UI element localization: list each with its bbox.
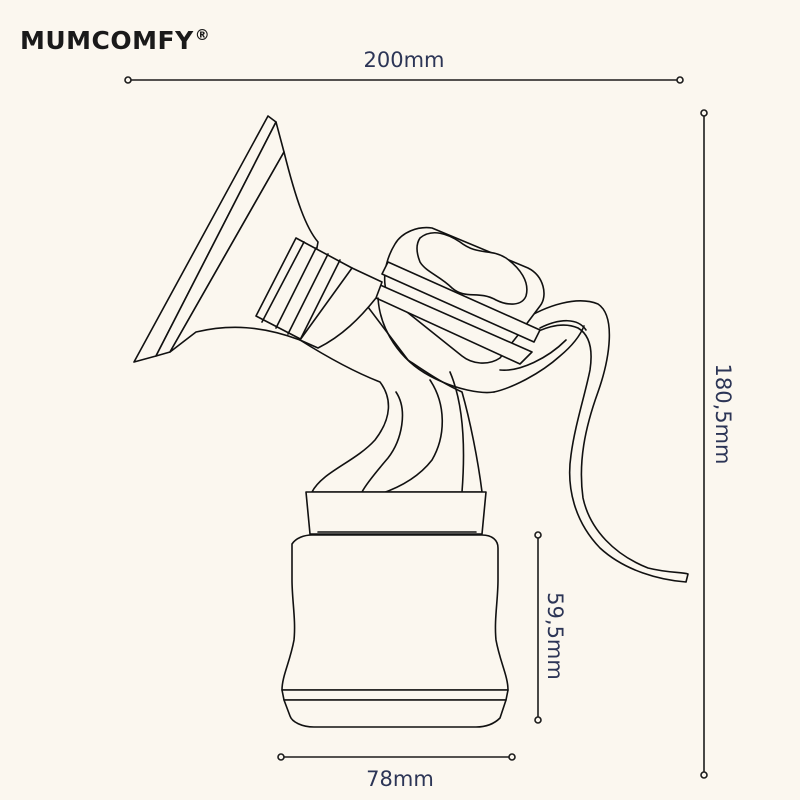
registered-mark: ® [194,26,211,44]
dimension-endpoint [277,753,285,761]
dimension-width-total: 200mm [124,48,684,84]
dimension-label: 78mm [366,767,434,791]
dimension-bottle-height: 59,5mm [534,531,567,724]
brand-logo: MUMCOMFY® [20,26,210,55]
dimension-endpoint [508,753,516,761]
brand-name: MUMCOMFY [20,26,194,55]
dimension-label: 180,5mm [711,363,735,464]
dimension-endpoint [700,109,708,117]
pump-handle [519,300,689,583]
dimension-endpoint [124,76,132,84]
dimension-endpoint [676,76,684,84]
dimension-height-total: 180,5mm [700,109,735,779]
pump-head [375,226,585,394]
bottle [281,534,509,728]
dimension-label: 200mm [364,48,445,72]
dimension-label: 59,5mm [543,592,567,680]
breast-shield [133,115,383,363]
dimension-bottle-width: 78mm [277,753,516,791]
dimension-endpoint [700,771,708,779]
dimension-endpoint [534,716,542,724]
dimension-endpoint [534,531,542,539]
